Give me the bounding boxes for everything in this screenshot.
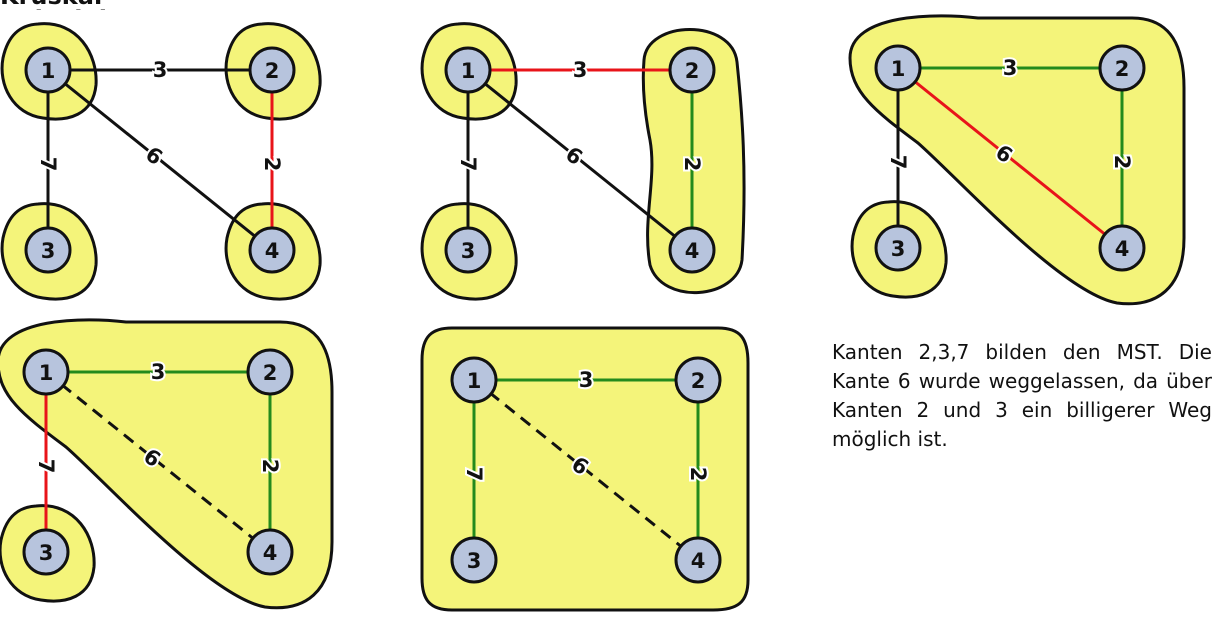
node-label-3: 3 — [41, 239, 56, 263]
heading-fragment: Kruskal-Beispiel — [0, 0, 200, 10]
component-region — [641, 28, 746, 295]
edge-weight-7: 7 — [456, 157, 480, 172]
node-4 — [674, 536, 722, 584]
node-label-2: 2 — [1115, 57, 1130, 81]
node-label-3: 3 — [39, 541, 54, 565]
node-label-1: 1 — [461, 59, 476, 83]
node-label-4: 4 — [685, 239, 700, 263]
node-label-1: 1 — [39, 361, 54, 385]
node-4 — [668, 226, 716, 274]
node-3 — [24, 226, 72, 274]
node-3 — [874, 224, 922, 272]
node-3 — [22, 528, 70, 576]
node-label-3: 3 — [467, 549, 482, 573]
node-2 — [668, 46, 716, 94]
edge-weight-3: 3 — [573, 58, 588, 82]
edge-1-4 — [47, 68, 273, 252]
node-2 — [246, 348, 294, 396]
node-1 — [22, 348, 70, 396]
node-1 — [450, 356, 498, 404]
edge-1-4 — [897, 66, 1123, 250]
edge-weight-2: 2 — [686, 467, 710, 482]
node-2 — [248, 46, 296, 94]
node-label-4: 4 — [691, 549, 706, 573]
mst-caption: Kanten 2,3,7 bilden den MST. Die Kante 6… — [832, 340, 1212, 451]
edge-weight-7: 7 — [34, 459, 58, 474]
edge-weight-2: 2 — [260, 157, 284, 172]
node-4 — [1098, 224, 1146, 272]
node-1 — [874, 44, 922, 92]
node-label-1: 1 — [891, 57, 906, 81]
edge-weight-7: 7 — [886, 155, 910, 170]
edge-1-4 — [45, 370, 271, 554]
node-label-4: 4 — [265, 239, 280, 263]
node-2 — [1098, 44, 1146, 92]
edge-weight-2: 2 — [1110, 155, 1134, 170]
edge-weight-3: 3 — [1003, 56, 1018, 80]
node-3 — [450, 536, 498, 584]
edge-weight-3: 3 — [579, 368, 594, 392]
node-1 — [24, 46, 72, 94]
edge-weight-7: 7 — [36, 157, 60, 172]
node-label-3: 3 — [891, 237, 906, 261]
node-label-2: 2 — [691, 369, 706, 393]
edge-weight-2: 2 — [680, 157, 704, 172]
node-label-2: 2 — [263, 361, 278, 385]
node-label-3: 3 — [461, 239, 476, 263]
node-label-4: 4 — [263, 541, 278, 565]
node-3 — [444, 226, 492, 274]
node-label-2: 2 — [685, 59, 700, 83]
edge-weight-3: 3 — [151, 360, 166, 384]
cut-off-heading: Kruskal-Beispiel — [0, 0, 200, 10]
edge-1-4 — [467, 68, 693, 252]
node-label-1: 1 — [41, 59, 56, 83]
edge-weight-7: 7 — [462, 467, 486, 482]
node-2 — [674, 356, 722, 404]
edge-weight-3: 3 — [153, 58, 168, 82]
node-label-1: 1 — [467, 369, 482, 393]
node-label-2: 2 — [265, 59, 280, 83]
edge-1-4 — [473, 378, 699, 562]
edge-weight-2: 2 — [258, 459, 282, 474]
node-label-4: 4 — [1115, 237, 1130, 261]
node-1 — [444, 46, 492, 94]
node-4 — [246, 528, 294, 576]
node-4 — [248, 226, 296, 274]
